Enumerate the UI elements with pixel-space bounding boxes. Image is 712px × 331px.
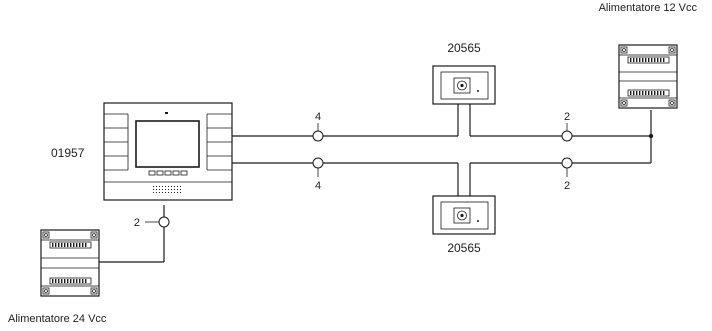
- speaker-grille: [153, 186, 181, 193]
- panel-top-code-label: 20565: [447, 41, 481, 55]
- monitor-code-label: 01957: [51, 146, 85, 160]
- monitor-buttons: [148, 170, 188, 176]
- wire-count-bottom-right: 2: [564, 180, 570, 192]
- wire-marker-bottom-left: 4: [312, 157, 324, 192]
- power-supply-24v: [40, 229, 100, 297]
- monitor-01957: [103, 102, 233, 201]
- wire-count-bottom-left: 4: [315, 180, 321, 192]
- wires: [98, 104, 654, 263]
- wire-marker-bottom-right: 2: [561, 157, 573, 192]
- entrance-panel-top: [432, 65, 496, 105]
- wire-marker-top-right: 2: [561, 111, 573, 142]
- entrance-panel-bottom: [432, 195, 496, 235]
- wire-count-top-right: 2: [564, 111, 570, 123]
- supply-12v-label: Alimentatore 12 Vcc: [599, 2, 698, 14]
- power-supply-12v: [618, 44, 678, 109]
- wire-count-top-left: 4: [315, 111, 321, 123]
- wire-count-supply-24v: 2: [134, 217, 140, 229]
- wire-marker-supply-24v: 2: [134, 216, 170, 229]
- panel-bottom-code-label: 20565: [447, 241, 481, 255]
- supply-24v-label: Alimentatore 24 Vcc: [8, 313, 107, 325]
- wire-marker-top-left: 4: [312, 111, 324, 142]
- monitor-screen: [135, 120, 200, 168]
